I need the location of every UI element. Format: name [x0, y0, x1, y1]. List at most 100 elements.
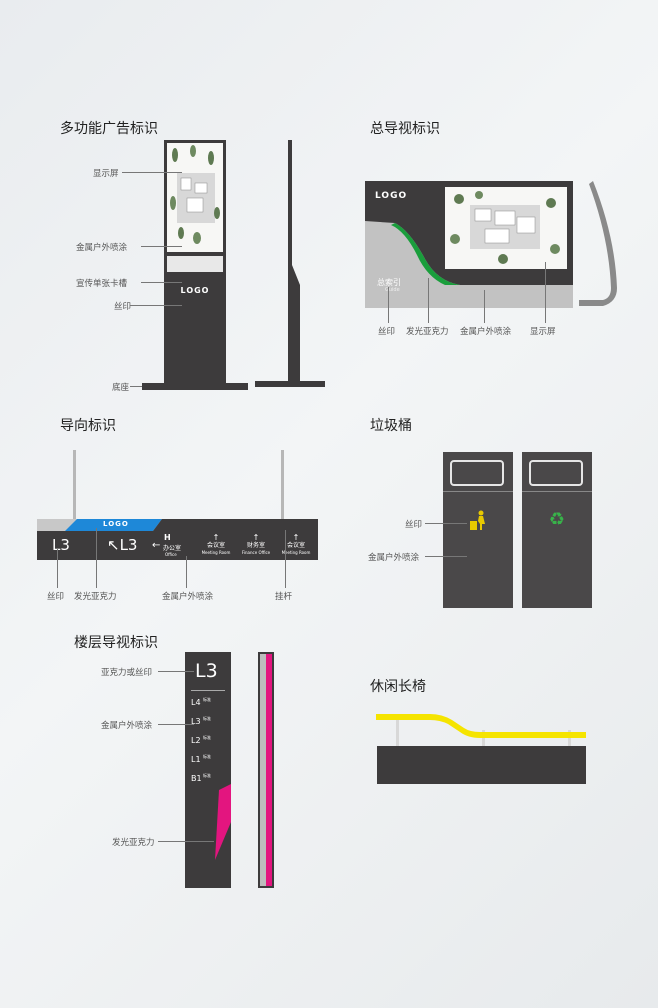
- direction-label-metal: 金属户外喷涂: [162, 592, 214, 602]
- guide-board-shapes: [365, 221, 573, 308]
- ad-label-print: 丝印: [114, 302, 132, 312]
- ad-sign-title: 多功能广告标识: [60, 121, 158, 137]
- direction-item-finance: ↑ 财务室 Finance Office: [237, 533, 275, 560]
- direction-item-en: Meeting Room: [281, 550, 311, 555]
- trash-label-print: 丝印: [405, 520, 423, 530]
- direction-item-cn: 财务室: [246, 542, 265, 549]
- floor-text: 标准: [203, 735, 211, 740]
- floor-row: L3 标准: [191, 715, 229, 734]
- floor-text: 标准: [203, 773, 211, 778]
- direction-label-print: 丝印: [47, 592, 65, 602]
- direction-label-acrylic: 发光亚克力: [74, 592, 117, 602]
- floor-guide-current: L3: [195, 660, 218, 682]
- ad-label-screen: 显示屏: [93, 169, 119, 179]
- leader-line: [158, 724, 194, 725]
- bin-divider: [443, 491, 513, 492]
- guide-label-screen: 显示屏: [530, 327, 556, 337]
- floor-guide-side-view: [258, 652, 274, 888]
- direction-item-en: Meeting Room: [201, 550, 231, 555]
- floor-guide-board: L3 L4 标准 L3 标准 L2 标准 L1 标准 B1 标准: [185, 652, 231, 888]
- leader-line: [158, 841, 214, 842]
- ad-sign-base: [142, 383, 248, 390]
- trash-label-metal: 金属户外喷涂: [368, 553, 420, 563]
- leader-line: [130, 305, 182, 306]
- recycle-icon: ♻: [548, 509, 566, 530]
- floor-list: L4 标准 L3 标准 L2 标准 L1 标准 B1 标准: [191, 696, 229, 791]
- site-plan-image: [450, 191, 560, 264]
- guide-label-metal: 金属户外喷涂: [460, 327, 512, 337]
- arrow-left-icon: ←: [152, 540, 161, 551]
- ad-label-slot: 宣传单张卡槽: [76, 279, 128, 289]
- leader-line: [388, 287, 389, 323]
- leader-line: [158, 671, 194, 672]
- floor-text: 标准: [203, 754, 211, 759]
- direction-item-office: ← H 办公室 Office: [152, 533, 192, 560]
- floor-divider: [191, 690, 225, 691]
- direction-item-meeting-2: ↑ 会议室 Meeting Room: [277, 533, 315, 560]
- guide-index-cn: 总索引: [377, 278, 401, 287]
- direction-sign-title: 导向标识: [60, 418, 116, 434]
- bench-title: 休闲长椅: [370, 679, 426, 695]
- bin-opening: [450, 460, 504, 486]
- floor-row: L1 标准: [191, 753, 229, 772]
- direction-item-meeting: ↑ 会议室 Meeting Room: [197, 533, 235, 560]
- direction-floor: L3: [52, 536, 70, 554]
- trash-bin-left: [443, 452, 513, 608]
- ad-display-screen: [167, 143, 223, 252]
- hanging-rod-left: [73, 450, 76, 520]
- leader-line: [122, 172, 182, 173]
- arrow-up-icon: ↑: [212, 533, 220, 542]
- guide-sign-board: LOGO 总索引 Guide: [365, 181, 573, 308]
- guide-logo: LOGO: [375, 191, 408, 201]
- floor-label-print: 亚克力或丝印: [101, 668, 153, 678]
- arrow-up-icon: ↑: [292, 533, 300, 542]
- floor-row: L2 标准: [191, 734, 229, 753]
- arrow-up-icon: ↑: [252, 533, 260, 542]
- bench-drawing: [376, 714, 586, 784]
- side-grey-face: [260, 654, 266, 886]
- floor-name: L4: [191, 698, 201, 707]
- direction-top-band: [37, 519, 318, 531]
- floor-guide-title: 楼层导视标识: [74, 635, 158, 651]
- ad-sign-side-view: [255, 140, 325, 387]
- floor-text: 标准: [203, 716, 211, 721]
- hanging-rod-right: [281, 450, 284, 520]
- floor-label-acrylic: 发光亚克力: [112, 838, 155, 848]
- floor-name: L1: [191, 755, 201, 764]
- direction-item-en: Office: [165, 552, 177, 557]
- direction-item-cn: 会议室: [206, 542, 225, 549]
- leader-line: [545, 262, 546, 323]
- floor-text: 标准: [203, 697, 211, 702]
- direction-floor-arrow: ↖L3: [107, 536, 138, 554]
- direction-logo: LOGO: [103, 520, 129, 528]
- floor-name: B1: [191, 774, 202, 783]
- ad-label-metal: 金属户外喷涂: [76, 243, 128, 253]
- leader-line: [141, 246, 182, 247]
- leader-line: [285, 530, 286, 588]
- leader-line: [425, 523, 467, 524]
- ad-label-base: 底座: [112, 383, 130, 393]
- floor-label-metal: 金属户外喷涂: [101, 721, 153, 731]
- direction-sign-board: LOGO L3 ↖L3 ← H 办公室 Office ↑ 会议室 Meeting…: [37, 519, 318, 560]
- leader-line: [428, 278, 429, 323]
- trash-bin-right: ♻: [522, 452, 592, 608]
- guide-label-acrylic: 发光亚克力: [406, 327, 449, 337]
- floor-row: L4 标准: [191, 696, 229, 715]
- floor-row: B1 标准: [191, 772, 229, 791]
- leader-line: [186, 556, 187, 588]
- leader-line: [425, 556, 467, 557]
- bin-opening: [529, 460, 583, 486]
- direction-item-cn: 办公室: [163, 545, 182, 552]
- ad-sign-front: LOGO: [164, 140, 226, 388]
- floor-name: L2: [191, 736, 201, 745]
- floor-acrylic-stripe: [215, 784, 231, 860]
- office-icon: H: [164, 533, 171, 542]
- floor-name: L3: [191, 717, 201, 726]
- leader-line: [141, 282, 182, 283]
- leader-line: [57, 548, 58, 588]
- guide-display-screen: [445, 187, 567, 269]
- guide-sign-title: 总导视标识: [370, 121, 440, 137]
- direction-label-rod: 挂杆: [275, 592, 293, 602]
- ad-logo: LOGO: [180, 286, 210, 295]
- side-magenta-face: [266, 654, 272, 886]
